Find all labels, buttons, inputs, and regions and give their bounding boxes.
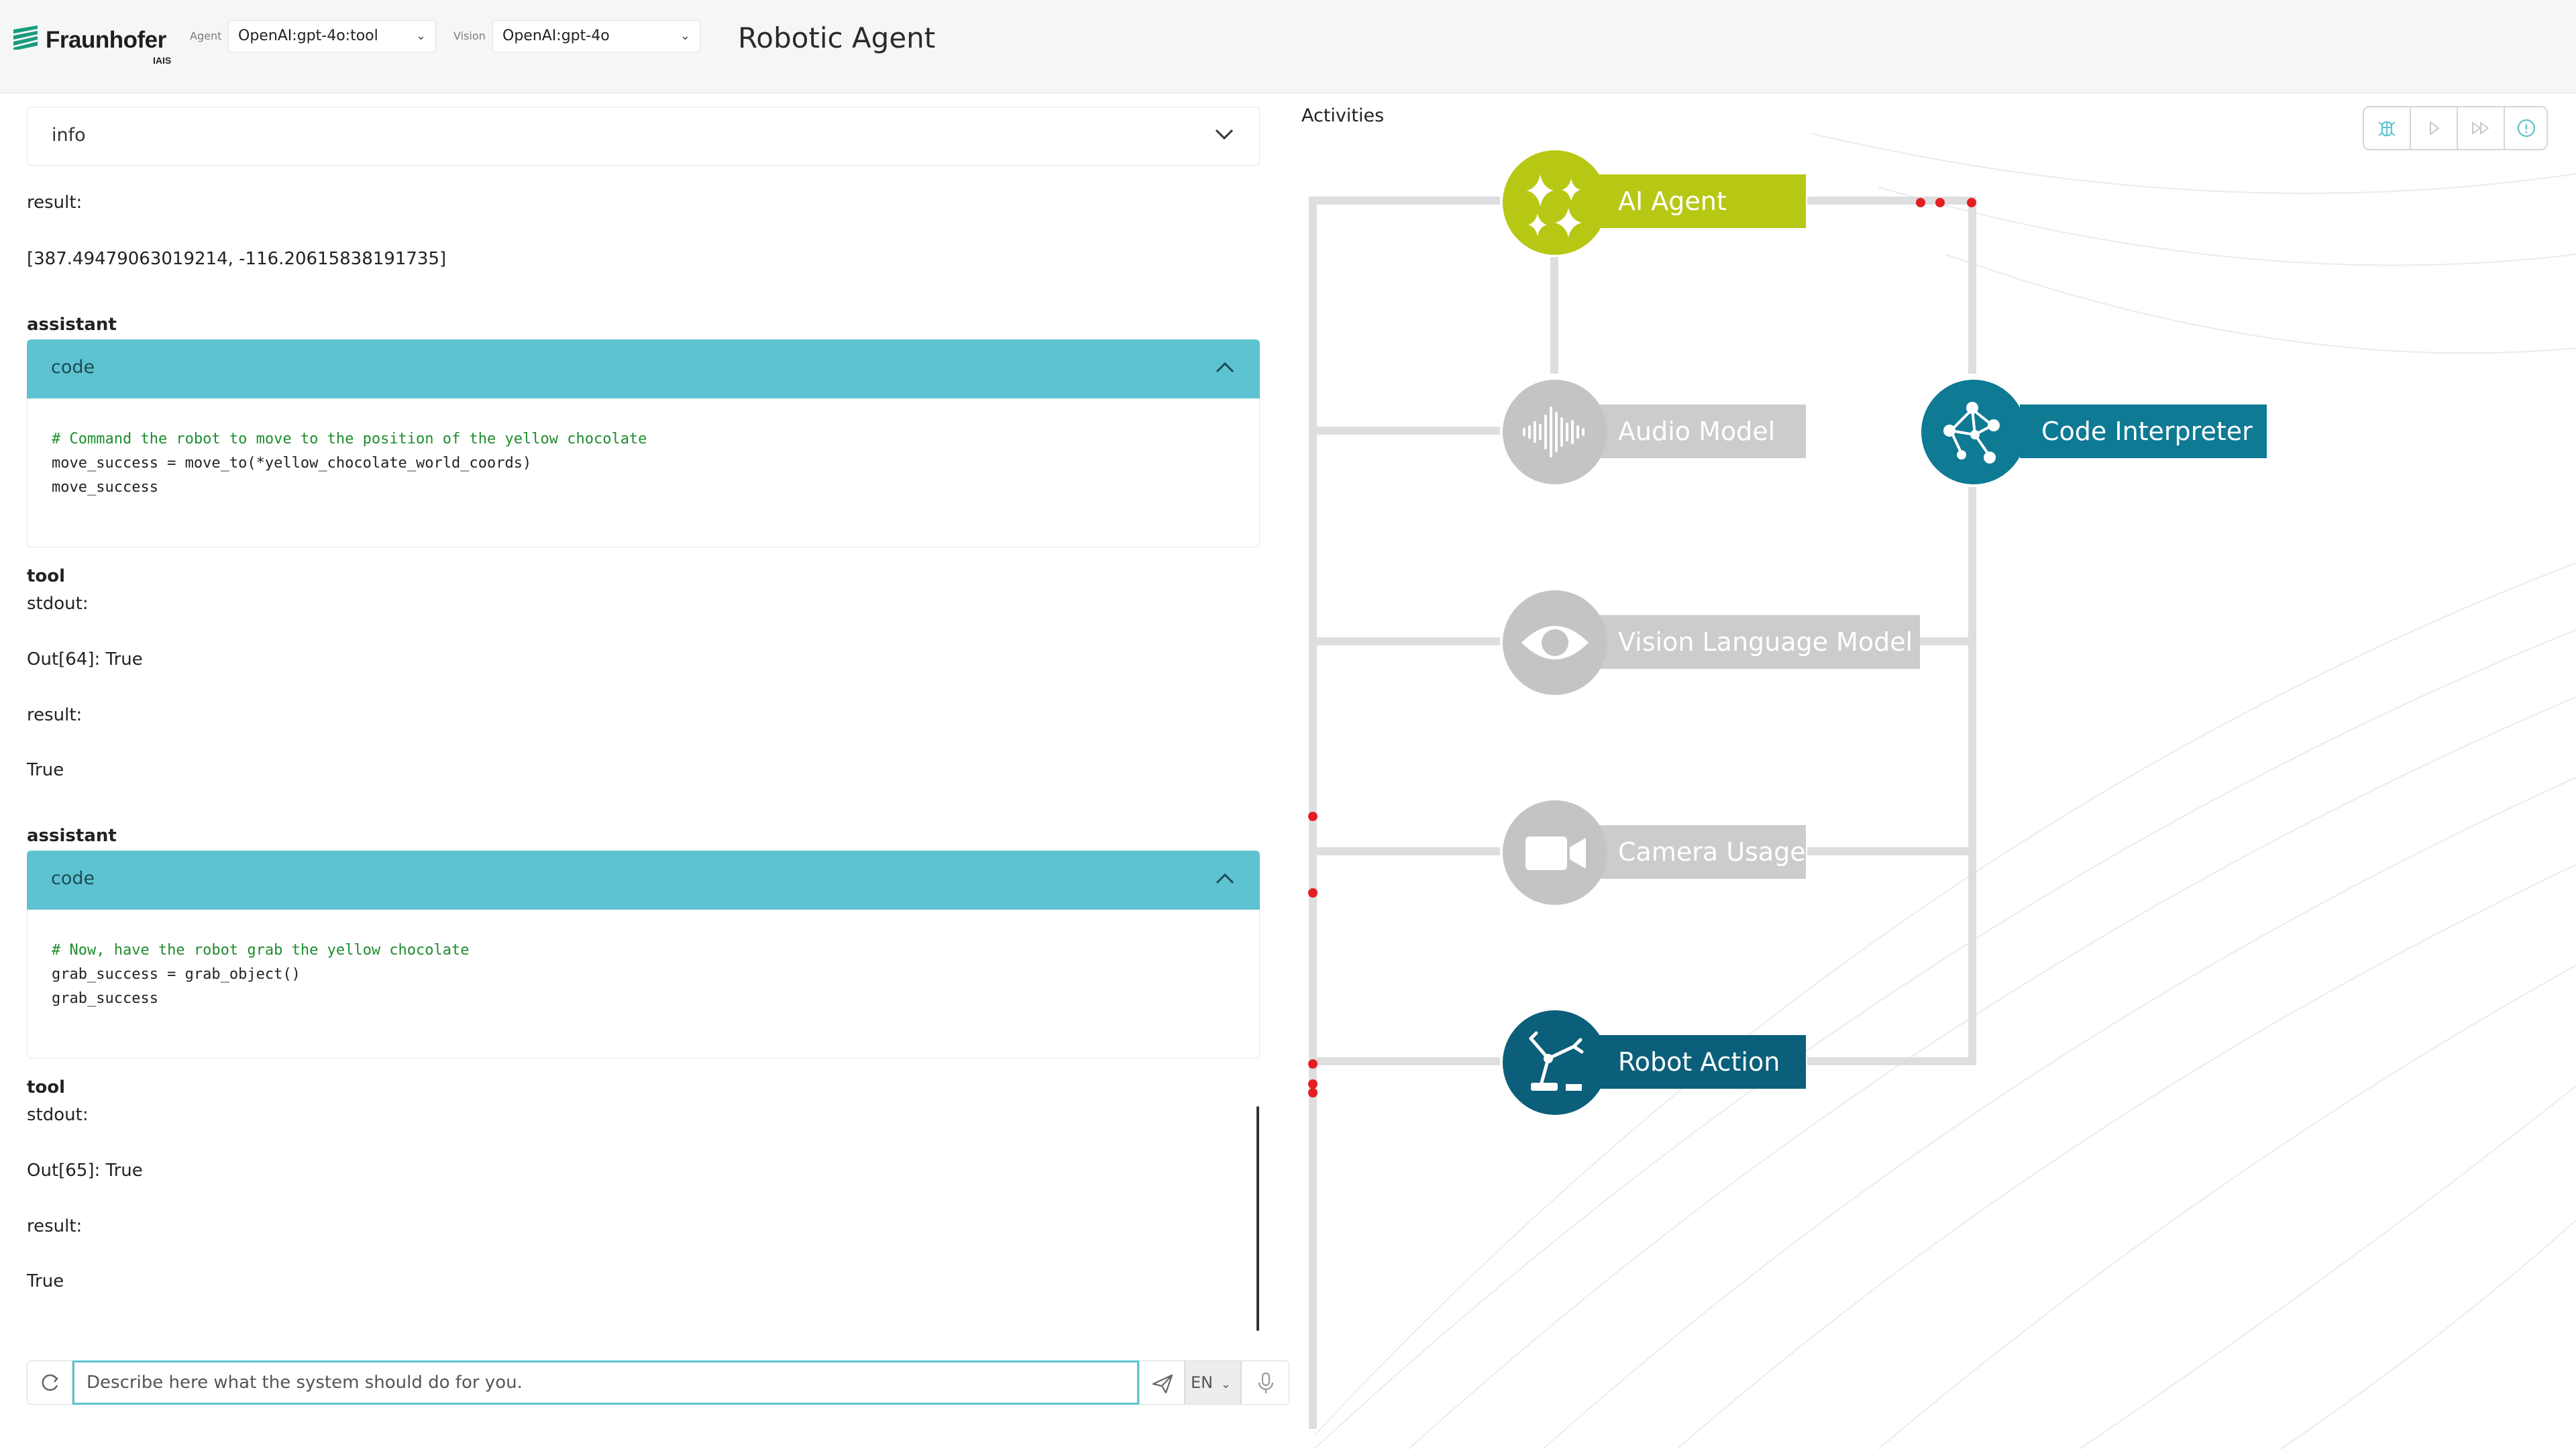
code-label: code: [51, 868, 95, 889]
node-ai-agent[interactable]: AI Agent: [1597, 174, 1806, 228]
network-graph-icon: [1921, 380, 2026, 484]
result-value: [387.49479063019214, -116.20615838191735…: [27, 249, 447, 269]
node-label: Robot Action: [1618, 1047, 1780, 1077]
page-title: Robotic Agent: [738, 21, 936, 54]
logo-subtitle: IAIS: [153, 55, 172, 66]
chevron-down-icon: ⌄: [415, 29, 426, 43]
vision-model-select[interactable]: OpenAI:gpt-4o ⌄: [492, 20, 700, 52]
play-button[interactable]: [2411, 107, 2457, 149]
assistant-role-label: assistant: [27, 826, 117, 846]
vision-model-value: OpenAI:gpt-4o: [502, 28, 610, 44]
fast-forward-button[interactable]: [2458, 107, 2504, 149]
node-audio-model[interactable]: Audio Model: [1597, 405, 1806, 458]
chevron-down-icon: ⌄: [1220, 1377, 1231, 1391]
prompt-input[interactable]: [72, 1360, 1139, 1405]
reset-button[interactable]: [27, 1360, 72, 1405]
result-value: True: [27, 1271, 64, 1291]
activities-title: Activities: [1301, 105, 1385, 126]
code-block: # Command the robot to move to the posit…: [27, 398, 1260, 547]
chat-panel: info result: [387.49479063019214, -116.2…: [0, 93, 1275, 1449]
app-header: Fraunhofer IAIS Agent OpenAI:gpt-4o:tool…: [0, 0, 2576, 93]
eye-icon: [1503, 590, 1607, 695]
toolbar-divider: [2504, 107, 2505, 149]
assistant-role-label: assistant: [27, 315, 117, 335]
code-line: grab_success: [52, 990, 158, 1007]
toolbar-divider: [2410, 107, 2411, 149]
chevron-down-icon: ⌄: [680, 29, 690, 43]
play-icon: [2430, 121, 2439, 135]
fraunhofer-logo: Fraunhofer IAIS: [13, 23, 174, 70]
prompt-bar: EN ⌄: [27, 1360, 1289, 1405]
video-camera-icon: [1503, 800, 1607, 905]
agent-model-value: OpenAI:gpt-4o:tool: [238, 28, 378, 44]
result-label: result:: [27, 1216, 83, 1236]
microphone-icon: [1258, 1372, 1274, 1393]
chevron-up-icon: [1216, 362, 1234, 373]
code-collapsible-header[interactable]: code: [27, 339, 1260, 398]
robot-arm-icon: [1503, 1010, 1607, 1115]
node-label: AI Agent: [1618, 186, 1727, 216]
node-code-interpreter[interactable]: Code Interpreter: [2020, 405, 2267, 458]
send-icon: [1152, 1374, 1173, 1394]
activities-panel: Activities: [1275, 93, 2576, 1449]
code-line: # Command the robot to move to the posit…: [52, 431, 647, 447]
code-line: move_success = move_to(*yellow_chocolate…: [52, 455, 532, 472]
bug-icon: [2378, 121, 2396, 137]
code-line: grab_success = grab_object(): [52, 966, 301, 983]
audio-waveform-icon: [1503, 380, 1607, 484]
vision-label: Vision: [453, 30, 486, 42]
stdout-label: stdout:: [27, 594, 89, 614]
agent-model-select[interactable]: OpenAI:gpt-4o:tool ⌄: [228, 20, 436, 52]
tool-role-label: tool: [27, 566, 66, 586]
info-collapsible[interactable]: info: [27, 107, 1260, 166]
info-icon: [2517, 119, 2536, 138]
node-robot-action[interactable]: Robot Action: [1597, 1035, 1806, 1089]
info-label: info: [52, 125, 86, 146]
node-vision-language-model[interactable]: Vision Language Model: [1597, 615, 1920, 669]
stdout-value: Out[64]: True: [27, 649, 143, 669]
stdout-label: stdout:: [27, 1105, 89, 1125]
result-label: result:: [27, 705, 83, 725]
fast-forward-icon: [2472, 122, 2489, 134]
activity-connections: [1308, 197, 1976, 1429]
language-value: EN: [1191, 1373, 1214, 1392]
chevron-down-icon: [1215, 129, 1234, 140]
logo-name: Fraunhofer: [46, 27, 166, 53]
result-label: result:: [27, 193, 83, 213]
chevron-up-icon: [1216, 873, 1234, 884]
toolbar-divider: [2457, 107, 2458, 149]
info-button[interactable]: [2505, 107, 2551, 149]
node-camera-usage[interactable]: Camera Usage: [1597, 825, 1806, 879]
code-block: # Now, have the robot grab the yellow ch…: [27, 910, 1260, 1059]
fraunhofer-logo-icon: [13, 25, 38, 50]
node-label: Code Interpreter: [2041, 417, 2253, 446]
refresh-icon: [42, 1374, 58, 1391]
code-collapsible-header[interactable]: code: [27, 851, 1260, 910]
node-label: Camera Usage: [1618, 837, 1806, 867]
microphone-button[interactable]: [1241, 1360, 1289, 1405]
signal-dots: [1308, 198, 1976, 1097]
node-label: Vision Language Model: [1618, 627, 1913, 657]
result-value: True: [27, 760, 64, 780]
chat-scrollbar[interactable]: [1256, 1106, 1259, 1331]
tool-role-label: tool: [27, 1077, 66, 1097]
send-button[interactable]: [1139, 1360, 1185, 1405]
sparkles-icon: [1503, 150, 1607, 255]
stdout-value: Out[65]: True: [27, 1161, 143, 1181]
code-line: move_success: [52, 479, 158, 496]
language-select[interactable]: EN ⌄: [1185, 1360, 1241, 1405]
debug-button[interactable]: [2364, 107, 2410, 149]
agent-label: Agent: [190, 30, 222, 42]
code-line: # Now, have the robot grab the yellow ch…: [52, 942, 470, 959]
node-label: Audio Model: [1618, 417, 1776, 446]
playback-toolbar: [2363, 106, 2548, 150]
code-label: code: [51, 357, 95, 378]
